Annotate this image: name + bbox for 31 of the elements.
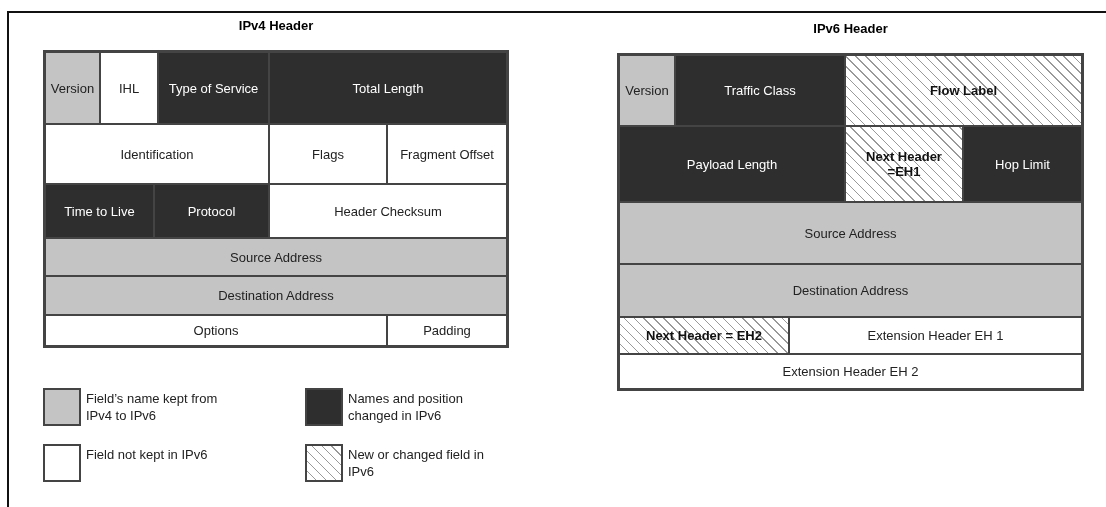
header-field: Time to Live (45, 184, 154, 238)
header-field: Header Checksum (269, 184, 507, 238)
header-field: Protocol (154, 184, 269, 238)
header-field: Flags (269, 124, 387, 184)
table-title: IPv4 Header (237, 18, 315, 33)
header-field: Destination Address (619, 264, 1082, 317)
legend-text: New or changed field in IPv6 (348, 446, 485, 480)
legend-text: Names and position changed in IPv6 (348, 390, 464, 424)
header-field: Payload Length (619, 126, 845, 202)
header-field: Next Header =EH1 (845, 126, 963, 202)
header-field: Hop Limit (963, 126, 1082, 202)
header-field: Version (619, 55, 675, 126)
header-field: Options (45, 315, 387, 346)
legend-text: Field not kept in IPv6 (86, 446, 209, 463)
header-field: Padding (387, 315, 507, 346)
header-field: Next Header = EH2 (619, 317, 789, 354)
table-title: IPv6 Header (812, 21, 889, 36)
header-field: Destination Address (45, 276, 507, 315)
header-field: Fragment Offset (387, 124, 507, 184)
header-field: Source Address (619, 202, 1082, 264)
header-field: Identification (45, 124, 269, 184)
header-field: Extension Header EH 2 (619, 354, 1082, 389)
header-field: Version (45, 52, 100, 124)
header-field: IHL (100, 52, 158, 124)
header-field: Flow Label (845, 55, 1082, 126)
header-field: Total Length (269, 52, 507, 124)
header-field: Traffic Class (675, 55, 845, 126)
header-field: Extension Header EH 1 (789, 317, 1082, 354)
header-field: Type of Service (158, 52, 269, 124)
legend-text: Field’s name kept from IPv4 to IPv6 (86, 390, 219, 424)
header-field: Source Address (45, 238, 507, 276)
